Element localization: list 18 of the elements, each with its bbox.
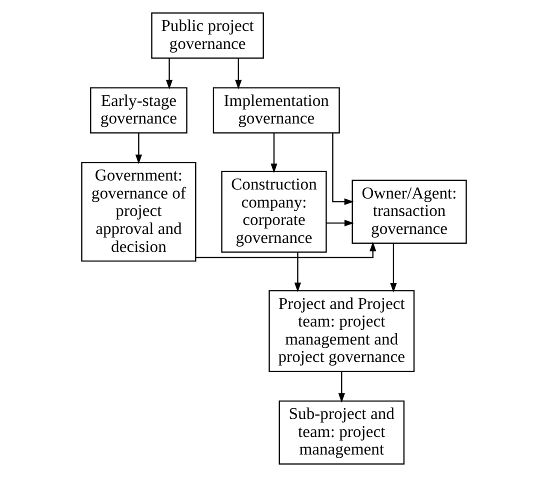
arrow <box>196 242 376 258</box>
arrow <box>235 58 242 90</box>
node-box: Early-stage governance <box>90 87 188 134</box>
arrow <box>270 133 278 174</box>
arrow <box>332 132 354 206</box>
node-box: Construction company: corporate governance <box>221 170 327 253</box>
arrow <box>338 372 345 403</box>
arrow <box>166 58 173 90</box>
node-box: Project and Project team: project management and project governance <box>268 290 415 372</box>
node-box: Public project governance <box>151 12 264 59</box>
node-box: Implementation governance <box>212 87 340 134</box>
node-box: Government: governance of project approval and decision <box>81 162 196 262</box>
arrow <box>294 252 302 292</box>
arrow <box>135 133 142 164</box>
node-box: Owner/Agent: transaction governance <box>352 180 467 244</box>
arrow <box>326 220 354 226</box>
arrow <box>390 243 397 292</box>
node-box: Sub-project and team: project management <box>278 400 405 465</box>
